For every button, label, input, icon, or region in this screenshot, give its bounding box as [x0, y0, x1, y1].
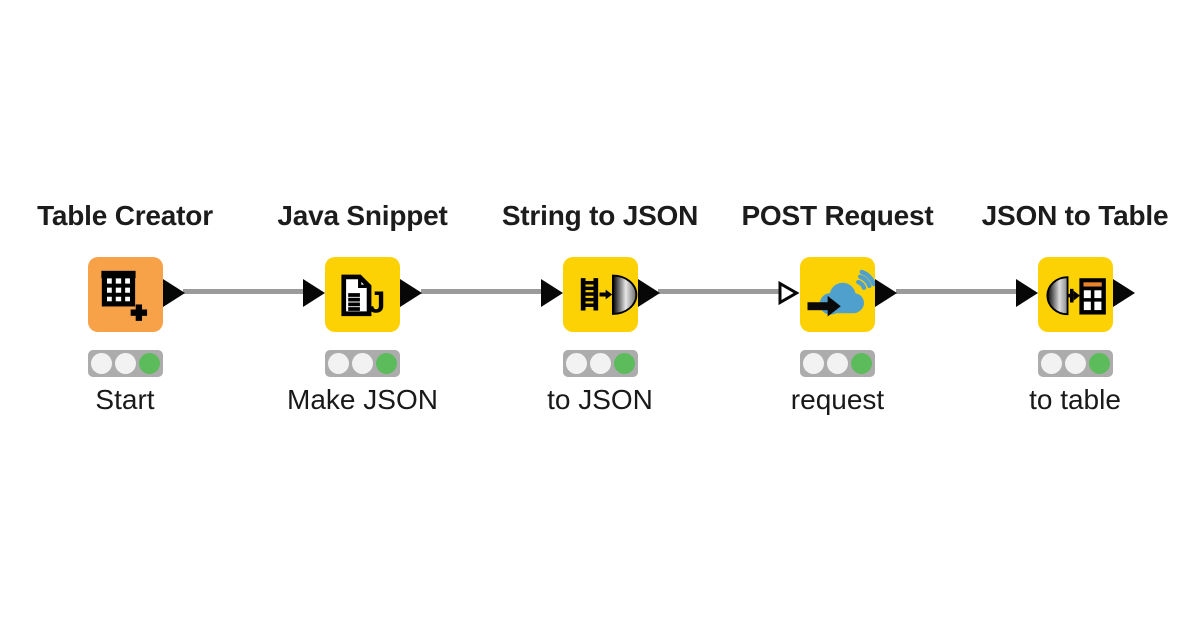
- string-to-json-icon: [580, 274, 637, 315]
- node-title: String to JSON: [501, 200, 699, 231]
- input-port[interactable]: [303, 279, 325, 307]
- output-port[interactable]: [162, 279, 185, 307]
- traffic-light: [325, 350, 400, 377]
- output-port[interactable]: [637, 279, 660, 307]
- node-tile-java-snippet[interactable]: J: [325, 257, 400, 332]
- post-request-icon: [807, 269, 875, 317]
- status-light: [328, 353, 349, 374]
- traffic-light: [800, 350, 875, 377]
- status-light: [1088, 353, 1110, 374]
- input-port[interactable]: [1015, 279, 1038, 307]
- node-tile-post-request[interactable]: [800, 257, 875, 332]
- status-light: [352, 353, 373, 374]
- node-title: POST Request: [741, 200, 934, 231]
- json-to-table-icon: [1046, 276, 1106, 316]
- status-light: [565, 353, 587, 374]
- node-title: Java Snippet: [277, 200, 448, 231]
- status-light: [803, 353, 824, 374]
- traffic-light: [1037, 350, 1113, 377]
- connection-line: [658, 289, 779, 294]
- node-post-request: POST Request request: [728, 200, 948, 430]
- svg-text:J: J: [368, 286, 385, 320]
- status-light: [90, 353, 112, 374]
- status-light: [613, 353, 635, 374]
- connection-line: [895, 289, 1017, 294]
- input-port[interactable]: [540, 279, 563, 307]
- status-light: [851, 353, 872, 374]
- node-title: JSON to Table: [981, 200, 1169, 231]
- node-java-snippet: Java Snippet J Make JSON: [253, 200, 473, 430]
- node-tile-string-to-json[interactable]: [562, 257, 638, 332]
- node-label: to JSON: [547, 384, 653, 415]
- table-create-icon: [100, 270, 147, 321]
- node-json-to-table: JSON to Table: [965, 200, 1185, 430]
- traffic-light: [87, 350, 163, 377]
- output-port[interactable]: [875, 279, 897, 307]
- status-light: [589, 353, 611, 374]
- output-port[interactable]: [400, 279, 422, 307]
- node-tile-table-creator[interactable]: [87, 257, 163, 332]
- connection-line: [183, 289, 304, 294]
- input-port-hollow[interactable]: [778, 279, 800, 307]
- status-light: [827, 353, 848, 374]
- status-light: [138, 353, 160, 374]
- status-light: [376, 353, 397, 374]
- node-table-creator: Table Creator Start: [15, 200, 235, 430]
- node-title: Table Creator: [37, 200, 213, 231]
- node-tile-json-to-table[interactable]: [1037, 257, 1113, 332]
- output-port[interactable]: [1112, 279, 1135, 307]
- node-label: request: [790, 384, 885, 415]
- node-label: Make JSON: [287, 384, 438, 415]
- traffic-light: [562, 350, 638, 377]
- connection-line: [420, 289, 542, 294]
- node-label: Start: [95, 384, 155, 415]
- node-label: to table: [1029, 384, 1121, 415]
- status-light: [114, 353, 136, 374]
- java-document-icon: J: [341, 274, 385, 320]
- status-light: [1040, 353, 1062, 374]
- status-light: [1064, 353, 1086, 374]
- node-string-to-json: String to JSON: [490, 200, 710, 430]
